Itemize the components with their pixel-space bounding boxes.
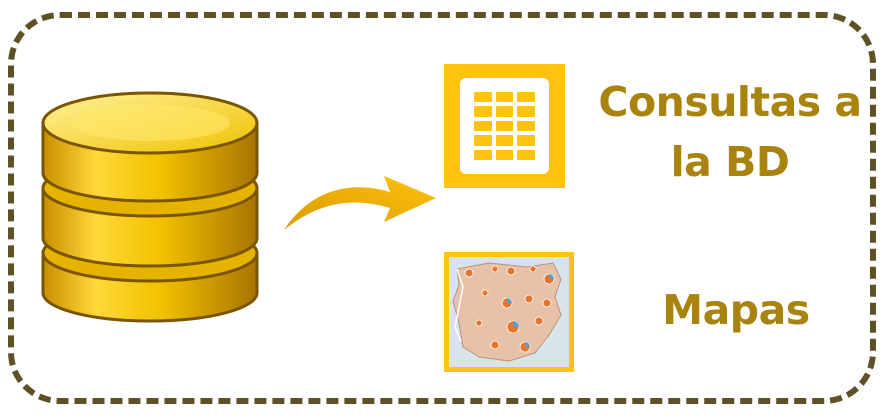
table-icon-tile xyxy=(444,64,565,188)
table-grid-icon xyxy=(460,78,549,174)
maps-label: Mapas xyxy=(662,286,810,334)
map-icon-tile xyxy=(444,252,574,372)
database-icon xyxy=(41,91,259,323)
queries-label: Consultas a la BD xyxy=(590,72,870,192)
queries-label-line-2: la BD xyxy=(670,138,790,186)
queries-label-line-1: Consultas a xyxy=(598,78,862,126)
curved-arrow-icon xyxy=(284,176,436,230)
map-pie-chart-icon xyxy=(449,257,569,367)
dashed-frame xyxy=(8,12,876,404)
